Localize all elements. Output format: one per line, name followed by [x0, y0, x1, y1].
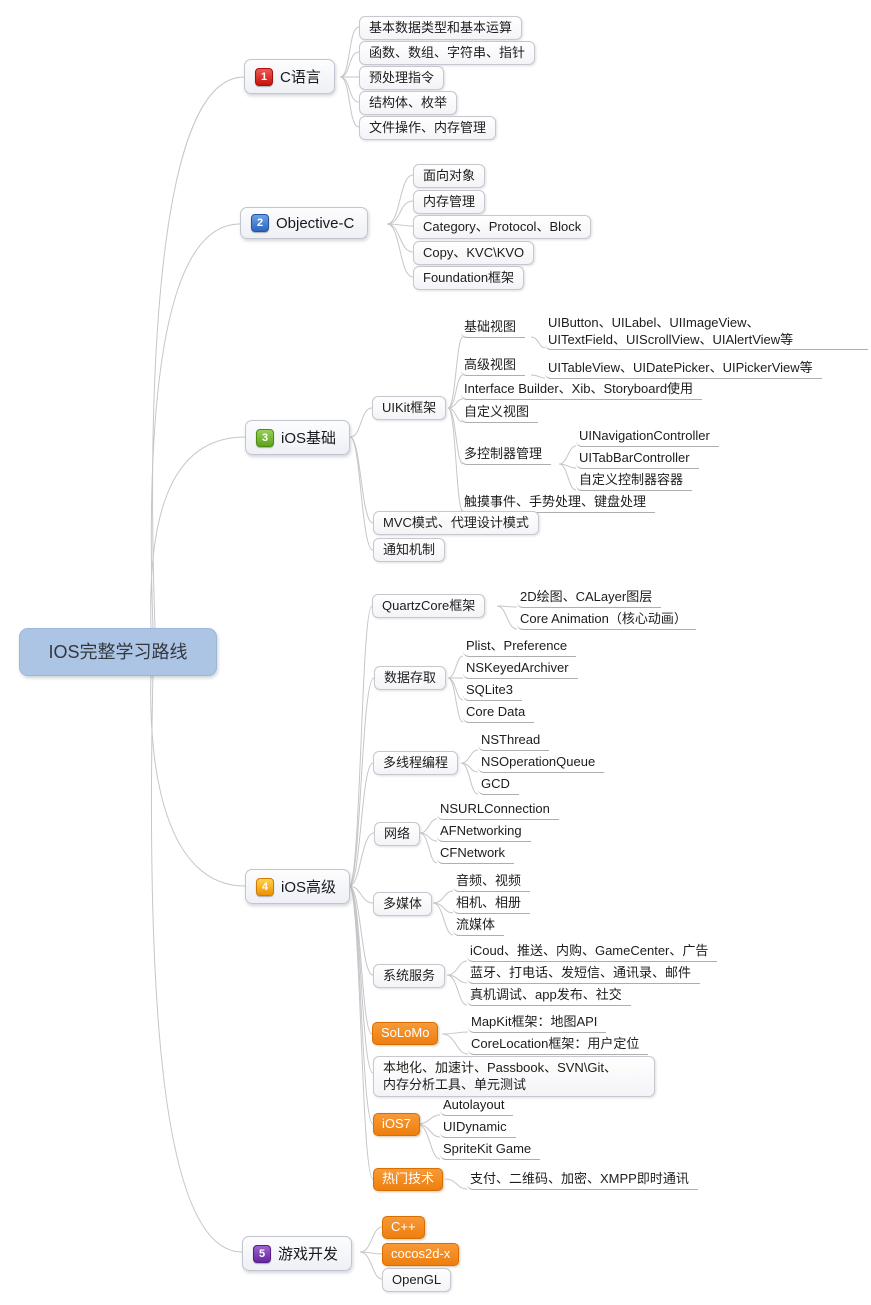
topic-spritekit[interactable]: SpriteKit Game	[440, 1141, 541, 1160]
topic-network[interactable]: 网络	[374, 822, 421, 846]
topic-nsoperationqueue[interactable]: NSOperationQueue	[478, 754, 605, 773]
topic-localization-tools-line2: 内存分析工具、单元测试	[383, 1077, 527, 1092]
topic-basic-views-list[interactable]: UIButton、UILabel、UIImageView、 UITextFiel…	[545, 314, 868, 350]
topic-corelocation[interactable]: CoreLocation框架：用户定位	[468, 1036, 649, 1055]
priority-5-icon: 5	[253, 1244, 271, 1263]
topic-ios-basics[interactable]: 3 iOS基础	[245, 420, 351, 455]
topic-gcd[interactable]: GCD	[478, 776, 519, 795]
topic-cpp[interactable]: C++	[382, 1216, 425, 1239]
topic-oop[interactable]: 面向对象	[413, 164, 486, 188]
topic-custom-views[interactable]: 自定义视图	[461, 404, 539, 423]
topic-game-dev-label: 游戏开发	[278, 1246, 339, 1263]
topic-camera-album[interactable]: 相机、相册	[453, 895, 531, 914]
topic-data-storage[interactable]: 数据存取	[374, 666, 447, 690]
root-topic[interactable]: IOS完整学习路线	[19, 628, 217, 676]
topic-file-memory[interactable]: 文件操作、内存管理	[359, 116, 497, 140]
topic-struct-enum[interactable]: 结构体、枚举	[359, 91, 458, 115]
topic-game-dev[interactable]: 5 游戏开发	[242, 1236, 353, 1271]
topic-hot-tech[interactable]: 热门技术	[373, 1168, 444, 1191]
priority-4-icon: 4	[256, 877, 274, 896]
topic-multimedia[interactable]: 多媒体	[373, 892, 433, 916]
topic-preprocessor[interactable]: 预处理指令	[359, 66, 445, 90]
topic-copy-kvc-kvo[interactable]: Copy、KVC\KVO	[413, 241, 535, 265]
topic-autolayout[interactable]: Autolayout	[440, 1097, 514, 1116]
topic-basic-views[interactable]: 基础视图	[461, 319, 526, 338]
topic-nsurlconnection[interactable]: NSURLConnection	[437, 801, 559, 820]
topic-interface-builder[interactable]: Interface Builder、Xib、Storyboard使用	[461, 381, 703, 400]
topic-objective-c[interactable]: 2 Objective-C	[240, 207, 369, 239]
topic-opengl[interactable]: OpenGL	[382, 1268, 452, 1292]
topic-functions-arrays[interactable]: 函数、数组、字符串、指针	[359, 41, 536, 65]
topic-multithreading[interactable]: 多线程编程	[373, 751, 459, 775]
topic-basic-views-list-line1: UIButton、UILabel、UIImageView、	[548, 315, 760, 330]
topic-c-language[interactable]: 1 C语言	[244, 59, 335, 94]
topic-bluetooth-call-sms[interactable]: 蓝牙、打电话、发短信、通讯录、邮件	[467, 965, 701, 984]
topic-pay-qrcode-xmpp[interactable]: 支付、二维码、加密、XMPP即时通讯	[467, 1171, 698, 1190]
topic-objective-c-label: Objective-C	[276, 214, 355, 232]
topic-uikit[interactable]: UIKit框架	[372, 396, 447, 420]
topic-foundation[interactable]: Foundation框架	[413, 266, 525, 290]
topic-icloud-push-iap[interactable]: iCoud、推送、内购、GameCenter、广告	[467, 943, 718, 962]
topic-audio-video[interactable]: 音频、视频	[453, 873, 531, 892]
topic-advanced-views-list[interactable]: UITableView、UIDatePicker、UIPickerView等	[545, 360, 822, 379]
topic-multi-controller[interactable]: 多控制器管理	[461, 446, 552, 465]
topic-2d-calayer[interactable]: 2D绘图、CALayer图层	[517, 589, 662, 608]
topic-ios-advanced-label: iOS高级	[281, 879, 337, 896]
topic-plist-preference[interactable]: Plist、Preference	[463, 638, 577, 657]
topic-uitabbarcontroller[interactable]: UITabBarController	[576, 450, 699, 469]
topic-memory-mgmt[interactable]: 内存管理	[413, 190, 486, 214]
topic-basic-views-list-line2: UITextField、UIScrollView、UIAlertView等	[548, 332, 794, 347]
topic-uinavigationcontroller[interactable]: UINavigationController	[576, 428, 719, 447]
topic-uidynamic[interactable]: UIDynamic	[440, 1119, 516, 1138]
topic-nskeyedarchiver[interactable]: NSKeyedArchiver	[463, 660, 578, 679]
topic-ios-basics-label: iOS基础	[281, 430, 337, 447]
topic-touch-gesture-keyboard[interactable]: 触摸事件、手势处理、键盘处理	[461, 494, 656, 513]
topic-solomo[interactable]: SoLoMo	[372, 1022, 439, 1045]
topic-localization-tools[interactable]: 本地化、加速计、Passbook、SVN\Git、 内存分析工具、单元测试	[373, 1056, 655, 1097]
topic-nsthread[interactable]: NSThread	[478, 732, 550, 751]
topic-basic-types[interactable]: 基本数据类型和基本运算	[359, 16, 523, 40]
topic-custom-container[interactable]: 自定义控制器容器	[576, 472, 693, 491]
topic-streaming[interactable]: 流媒体	[453, 917, 505, 936]
topic-mapkit[interactable]: MapKit框架：地图API	[468, 1014, 607, 1033]
topic-c-language-label: C语言	[280, 69, 321, 86]
topic-ios7[interactable]: iOS7	[373, 1113, 420, 1136]
priority-1-icon: 1	[255, 67, 273, 86]
topic-afnetworking[interactable]: AFNetworking	[437, 823, 531, 842]
topic-device-debug-publish[interactable]: 真机调试、app发布、社交	[467, 987, 631, 1006]
topic-core-data[interactable]: Core Data	[463, 704, 535, 723]
topic-quartzcore[interactable]: QuartzCore框架	[372, 594, 486, 618]
topic-notification[interactable]: 通知机制	[373, 538, 446, 562]
topic-cfnetwork[interactable]: CFNetwork	[437, 845, 515, 864]
topic-core-animation[interactable]: Core Animation（核心动画）	[517, 611, 696, 630]
priority-2-icon: 2	[251, 214, 269, 232]
topic-mvc-delegate[interactable]: MVC模式、代理设计模式	[373, 511, 539, 535]
topic-sqlite3[interactable]: SQLite3	[463, 682, 522, 701]
topic-advanced-views[interactable]: 高级视图	[461, 357, 526, 376]
topic-localization-tools-line1: 本地化、加速计、Passbook、SVN\Git、	[383, 1060, 618, 1075]
topic-ios-advanced[interactable]: 4 iOS高级	[245, 869, 351, 904]
topic-system-services[interactable]: 系统服务	[373, 964, 446, 988]
topic-cocos2dx[interactable]: cocos2d-x	[382, 1243, 460, 1266]
topic-category-protocol-block[interactable]: Category、Protocol、Block	[413, 215, 592, 239]
priority-3-icon: 3	[256, 428, 274, 447]
